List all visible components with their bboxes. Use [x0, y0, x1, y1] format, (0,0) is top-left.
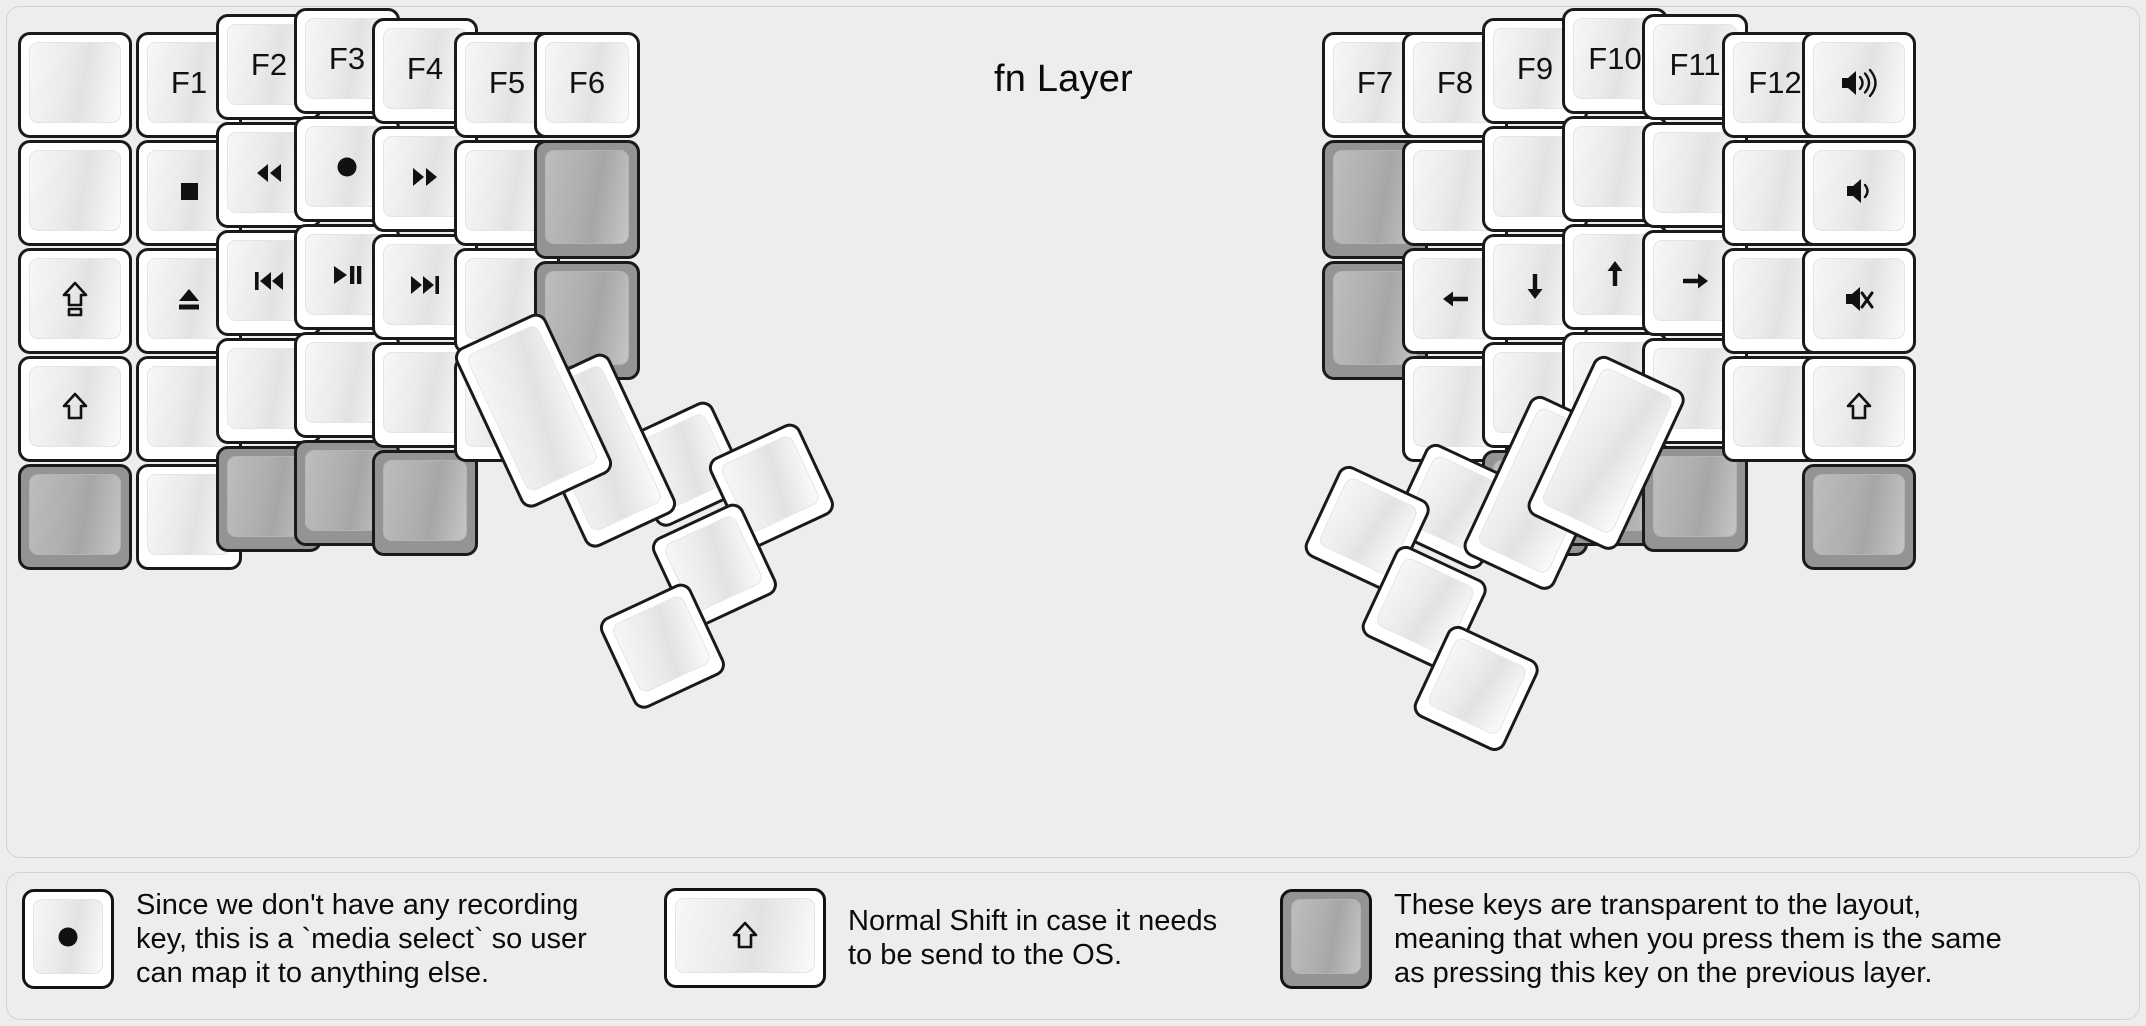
key-label: F6 [568, 65, 606, 100]
key-blank[interactable] [372, 342, 478, 448]
volume-mute-icon [1838, 279, 1880, 319]
key-label: F3 [328, 41, 366, 76]
volume-up-icon [1836, 63, 1882, 103]
key-label: F5 [488, 65, 526, 100]
key-transparent[interactable] [1642, 446, 1748, 552]
keycap-face [29, 366, 121, 447]
caps-lock-icon [55, 278, 95, 320]
keycap-face [1813, 366, 1905, 447]
arrow-left-icon [1435, 279, 1475, 319]
keycap-face [1813, 474, 1905, 555]
shift-icon [1839, 387, 1879, 427]
keycap-face [33, 899, 103, 975]
keycap-face [610, 593, 713, 695]
keycap-face [1291, 899, 1361, 975]
arrow-right-icon [1675, 261, 1715, 301]
key-shift[interactable] [18, 356, 132, 462]
shift-icon [55, 387, 95, 427]
legend-description: Normal Shift in case it needs to be send… [848, 904, 1218, 971]
keycap-face [383, 352, 467, 433]
legend-description: These keys are transparent to the layout… [1394, 889, 2002, 990]
media-rewind-icon [249, 153, 289, 193]
keycap-face [29, 150, 121, 231]
media-previous-icon [249, 261, 289, 301]
keycap-face [1653, 456, 1737, 537]
keycap-face [29, 42, 121, 123]
keycap-face: F4 [383, 28, 467, 109]
key-transparent[interactable] [1802, 464, 1916, 570]
key-blank[interactable] [18, 32, 132, 138]
media-record-icon [48, 917, 88, 957]
keycap-face [675, 898, 815, 973]
key-volume-mute[interactable] [1802, 248, 1916, 354]
media-next-icon [405, 265, 445, 305]
media-fast-forward-icon [405, 157, 445, 197]
key-transparent[interactable] [534, 140, 640, 259]
shift-icon [725, 916, 765, 956]
key-media-eject[interactable] [136, 248, 242, 354]
legend-key-sample [664, 888, 826, 988]
legend-item: Normal Shift in case it needs to be send… [664, 888, 1278, 988]
legend-panel [6, 872, 2140, 1020]
media-record-icon [327, 147, 367, 187]
key-transparent[interactable] [18, 464, 132, 570]
key-f6[interactable]: F6 [534, 32, 640, 138]
key-label: F8 [1436, 65, 1474, 100]
key-label: F2 [250, 47, 288, 82]
key-caps-lock[interactable] [18, 248, 132, 354]
key-shift[interactable] [1802, 356, 1916, 462]
keycap-face [545, 150, 629, 244]
arrow-up-icon [1595, 255, 1635, 295]
key-label: F11 [1669, 47, 1721, 82]
keycap-face [383, 136, 467, 217]
legend-item: These keys are transparent to the layout… [1280, 888, 2146, 991]
keycap-face [1426, 635, 1529, 737]
key-label: F4 [406, 51, 444, 86]
volume-down-icon [1839, 171, 1879, 211]
legend-key-sample [22, 889, 114, 990]
key-label: F1 [170, 65, 208, 100]
media-stop-icon [169, 171, 209, 211]
media-play-pause-icon [327, 255, 367, 295]
keycap-face: F6 [545, 42, 629, 123]
keycap-face [383, 460, 467, 541]
arrow-down-icon [1515, 265, 1555, 305]
key-label: F10 [1588, 41, 1642, 76]
keycap-face [29, 474, 121, 555]
key-label: F9 [1516, 51, 1554, 86]
key-volume-up[interactable] [1802, 32, 1916, 138]
keycap-face [1813, 42, 1905, 123]
key-label: F7 [1356, 65, 1394, 100]
key-volume-down[interactable] [1802, 140, 1916, 246]
legend-description: Since we don't have any recording key, t… [136, 889, 587, 990]
page-title: fn Layer [994, 58, 1133, 100]
legend-key-sample [1280, 889, 1372, 990]
media-eject-icon [169, 279, 209, 319]
key-transparent[interactable] [372, 450, 478, 556]
keycap-face [383, 244, 467, 325]
keycap-face [1813, 150, 1905, 231]
keycap-face [29, 258, 121, 339]
legend-item: Since we don't have any recording key, t… [22, 888, 656, 991]
key-label: F12 [1748, 65, 1802, 100]
keycap-face [1813, 258, 1905, 339]
key-blank[interactable] [18, 140, 132, 246]
